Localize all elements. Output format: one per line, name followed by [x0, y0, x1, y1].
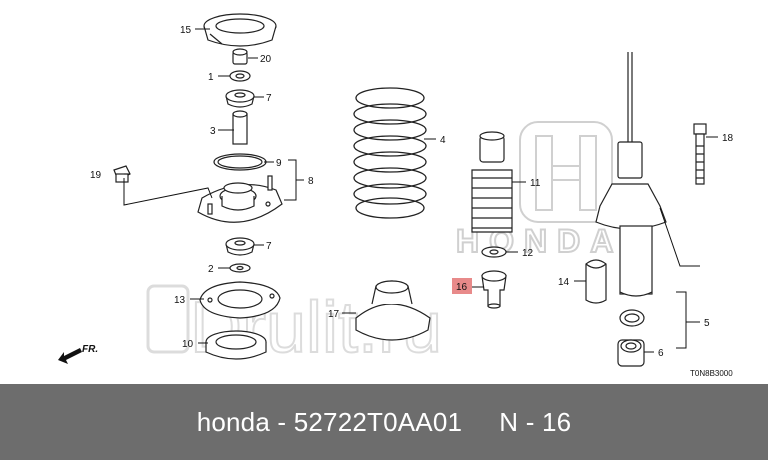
callout-9[interactable]: 9: [276, 158, 282, 169]
callout-6[interactable]: 6: [658, 348, 664, 359]
part-16-bump-stop[interactable]: [481, 270, 507, 309]
caption-gap: [462, 407, 499, 438]
part-9-ring[interactable]: [213, 153, 267, 171]
callout-11[interactable]: 11: [530, 178, 541, 189]
callout-18[interactable]: 18: [722, 133, 734, 144]
part-20-nut[interactable]: [232, 48, 248, 65]
part-11-dust-boot[interactable]: [471, 131, 513, 233]
diagram-code: T0N8B3000: [690, 369, 733, 378]
callout-14[interactable]: 14: [558, 277, 570, 288]
caption-separator: -: [270, 406, 294, 437]
callout-13[interactable]: 13: [174, 295, 186, 306]
callout-17[interactable]: 17: [328, 309, 340, 320]
part-2-washer[interactable]: [229, 263, 251, 273]
part-14-cover[interactable]: [585, 259, 607, 304]
callout-5[interactable]: 5: [704, 318, 710, 329]
callout-19[interactable]: 19: [90, 170, 102, 181]
part-18-bolt[interactable]: [693, 123, 707, 185]
callout-15[interactable]: 15: [180, 25, 192, 36]
position-number: N - 16: [499, 406, 572, 437]
callout-7-upper[interactable]: 7: [266, 93, 272, 104]
part-8-mount-base[interactable]: [197, 175, 283, 223]
part-12-washer[interactable]: [481, 246, 507, 258]
callout-4[interactable]: 4: [440, 135, 446, 146]
part-17-lower-seat[interactable]: [355, 280, 431, 341]
callout-16-highlight: [452, 278, 472, 294]
part-caption-bar: honda - 52722T0AA01 N - 16: [0, 384, 768, 460]
callout-1[interactable]: 1: [208, 72, 214, 83]
leader-lines: [123, 28, 718, 353]
callout-labels: 15 20 1 7 3 9 8 19 7 2 13 10 17 4 11 12 …: [90, 25, 734, 359]
part-13-gasket[interactable]: [199, 281, 281, 319]
part-4-coil-spring[interactable]: [353, 87, 427, 219]
callout-7-lower[interactable]: 7: [266, 241, 272, 252]
part-5-ring[interactable]: [619, 309, 645, 327]
part-10-ring[interactable]: [205, 330, 267, 360]
callout-3[interactable]: 3: [210, 126, 216, 137]
part-5-shock-absorber[interactable]: [595, 52, 667, 297]
callout-16[interactable]: 16: [456, 282, 468, 293]
part-number: 52722T0AA01: [293, 406, 463, 437]
part-1-washer[interactable]: [229, 70, 251, 82]
callout-12[interactable]: 12: [522, 248, 534, 259]
part-3-collar[interactable]: [232, 110, 248, 145]
callout-2[interactable]: 2: [208, 264, 214, 275]
part-6-bushing[interactable]: [617, 339, 645, 367]
callout-8[interactable]: 8: [308, 176, 314, 187]
front-direction-arrow: FR.: [58, 344, 98, 364]
front-direction-label: FR.: [82, 344, 98, 355]
part-7-lower-bushing[interactable]: [225, 237, 255, 256]
exploded-parts-diagram: Drulit.ru HONDA: [58, 13, 734, 378]
part-15-seat[interactable]: [203, 13, 277, 47]
callout-20[interactable]: 20: [260, 54, 272, 65]
callout-10[interactable]: 10: [182, 339, 194, 350]
brand-name: honda: [196, 406, 270, 437]
part-7-upper-bushing[interactable]: [225, 89, 255, 108]
